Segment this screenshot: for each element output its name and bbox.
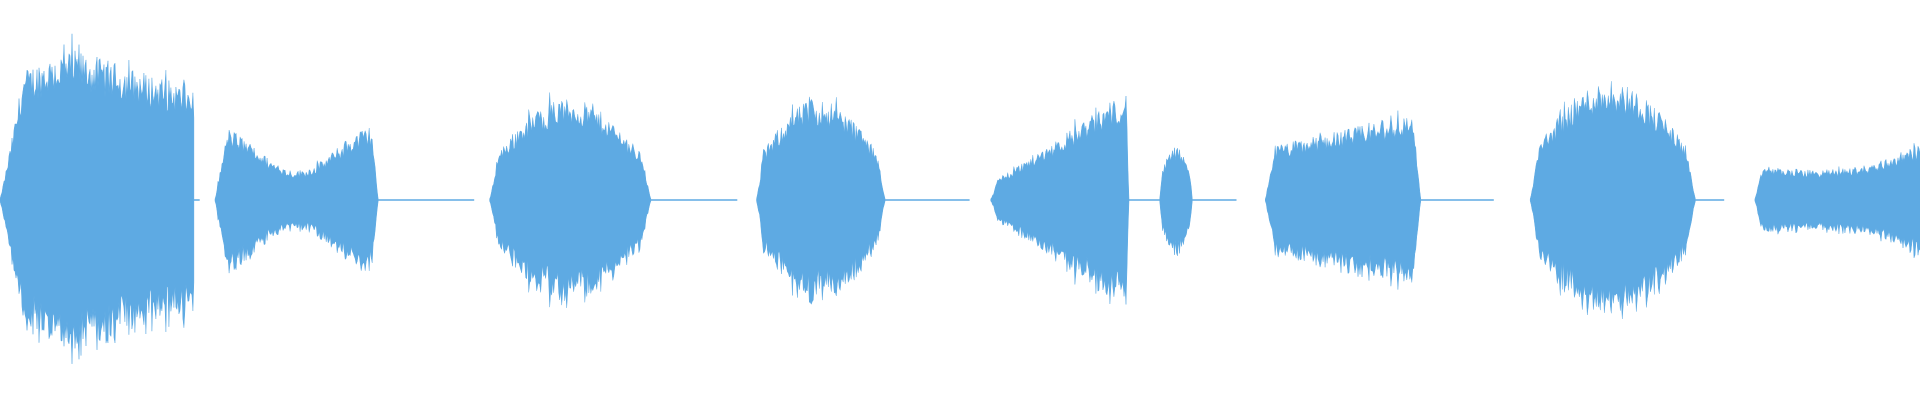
waveform-segment-3 (489, 92, 652, 308)
waveform-segment-4 (756, 96, 886, 305)
waveform-segment-6 (1159, 147, 1193, 256)
waveform-segments (0, 33, 1920, 364)
waveform-segment-1 (0, 33, 195, 364)
waveform-segment-2 (214, 127, 379, 274)
waveform-segment-7 (1265, 110, 1422, 290)
waveform-segment-8 (1529, 81, 1696, 319)
waveform-segment-5 (990, 95, 1130, 305)
waveform-segment-9 (1754, 143, 1920, 258)
